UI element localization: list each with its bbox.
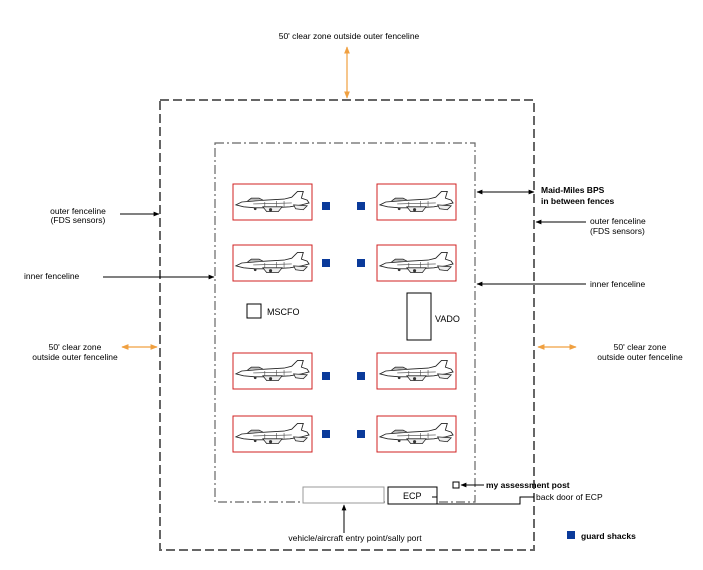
guard-shack [322,259,330,267]
inner-fenceline-left-label: inner fenceline [24,271,80,281]
aircraft-shelter [376,183,457,221]
bps-label: Maid-Miles BPS [541,185,605,195]
aircraft-shelter [232,183,313,221]
aircraft-shelter [376,352,457,390]
guard-shack [357,259,365,267]
guard-shack [357,372,365,380]
back-door-pointer [437,496,534,505]
guard-shack [322,372,330,380]
aircraft-shelter [232,352,313,390]
mscfo-label: MSCFO [267,307,300,317]
assessment-post-label: my assessment post [486,480,570,490]
ecp-label: ECP [403,491,422,501]
inner-fenceline-right-label: inner fenceline [590,279,646,289]
guard-shack [357,202,365,210]
guard-shack [357,430,365,438]
clear-zone-right-label: 50' clear zone [614,342,667,352]
guard-shack [322,430,330,438]
entry-point-gate [302,486,385,504]
aircraft-shelter [376,244,457,282]
vado-building [406,292,432,341]
aircraft-shelter [232,244,313,282]
assessment-post [452,481,460,489]
square-icon [567,531,575,539]
top-clear-zone-label: 50' clear zone outside outer fenceline [279,31,420,41]
guard-shack [322,202,330,210]
outer-fenceline-right-label: outer fenceline [590,216,646,226]
aircraft-shelter [232,415,313,453]
bps-sublabel: in between fences [541,196,614,206]
outer-fenceline [159,99,535,551]
clear-zone-left-sublabel: outside outer fenceline [32,352,118,362]
ecp-building [387,486,438,505]
mscfo-building [246,303,262,319]
outer-fenceline-left-sublabel: (FDS sensors) [51,215,106,225]
clear-zone-right-sublabel: outside outer fenceline [597,352,683,362]
clear-zone-left-label: 50' clear zone [49,342,102,352]
guard-shacks-legend-label: guard shacks [581,531,636,541]
outer-fenceline-left-label: outer fenceline [50,206,106,216]
outer-fenceline-right-sublabel: (FDS sensors) [590,226,645,236]
vado-label: VADO [435,314,460,324]
back-door-label: back door of ECP [536,492,603,502]
aircraft-shelter [376,415,457,453]
entry-point-label: vehicle/aircraft entry point/sally port [288,533,422,543]
